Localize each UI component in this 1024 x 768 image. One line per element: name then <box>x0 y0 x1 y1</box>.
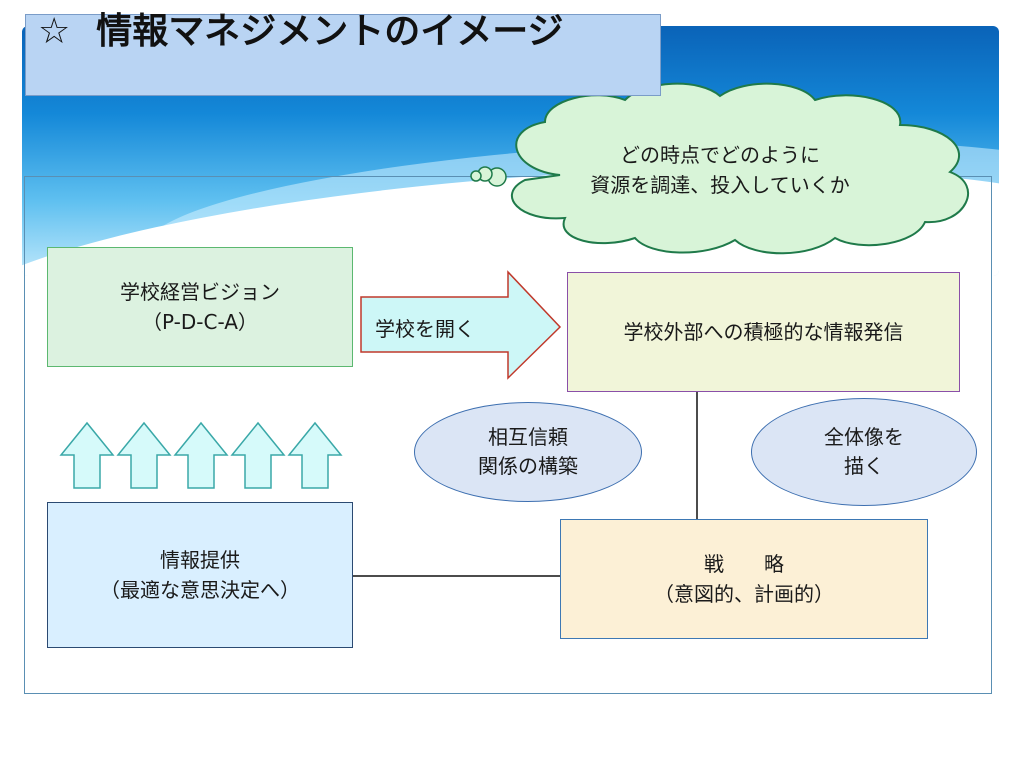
overall-view-line2: 描く <box>844 454 884 478</box>
trust-ellipse-line2: 関係の構築 <box>478 454 578 478</box>
up-arrows <box>59 421 343 489</box>
arrow-label: 学校を開く <box>375 316 475 341</box>
title-box <box>25 14 661 96</box>
up-arrow-icon <box>116 421 172 489</box>
up-arrow-icon <box>230 421 286 489</box>
info-provision-title: 情報提供 <box>160 548 240 572</box>
content-frame <box>24 176 992 694</box>
strategy-title: 戦 略 <box>704 552 784 576</box>
vision-box: 学校経営ビジョン （P-D-C-A） <box>47 247 353 367</box>
info-provision-box: 情報提供 （最適な意思決定へ） <box>47 502 353 648</box>
cloud-text-line1: どの時点でどのように <box>620 143 820 167</box>
page-title: ☆ 情報マネジメントのイメージ <box>38 10 638 54</box>
overall-view-ellipse: 全体像を 描く <box>751 398 977 506</box>
cloud-text: どの時点でどのように 資源を調達、投入していくか <box>530 140 910 200</box>
cloud-bubble-small <box>470 170 482 182</box>
vision-box-title: 学校経営ビジョン <box>120 280 280 304</box>
up-arrow-icon <box>173 421 229 489</box>
strategy-box: 戦 略 （意図的、計画的） <box>560 519 928 639</box>
title-text: 情報マネジメントのイメージ <box>96 11 564 52</box>
up-arrow-icon <box>287 421 343 489</box>
trust-ellipse: 相互信頼 関係の構築 <box>414 402 642 502</box>
vision-box-subtitle: （P-D-C-A） <box>142 310 258 334</box>
external-info-box: 学校外部への積極的な情報発信 <box>567 272 960 392</box>
star-icon: ☆ <box>38 11 71 52</box>
cloud-shape <box>511 82 969 255</box>
thought-cloud <box>470 82 969 255</box>
cloud-text-line2: 資源を調達、投入していくか <box>590 173 850 197</box>
strategy-subtitle: （意図的、計画的） <box>654 582 834 606</box>
overall-view-line1: 全体像を <box>824 425 904 449</box>
trust-ellipse-line1: 相互信頼 <box>488 425 568 449</box>
up-arrow-icon <box>59 421 115 489</box>
info-provision-subtitle: （最適な意思決定へ） <box>100 578 300 602</box>
external-info-label: 学校外部への積極的な情報発信 <box>623 320 904 344</box>
right-arrow-icon <box>360 270 562 380</box>
